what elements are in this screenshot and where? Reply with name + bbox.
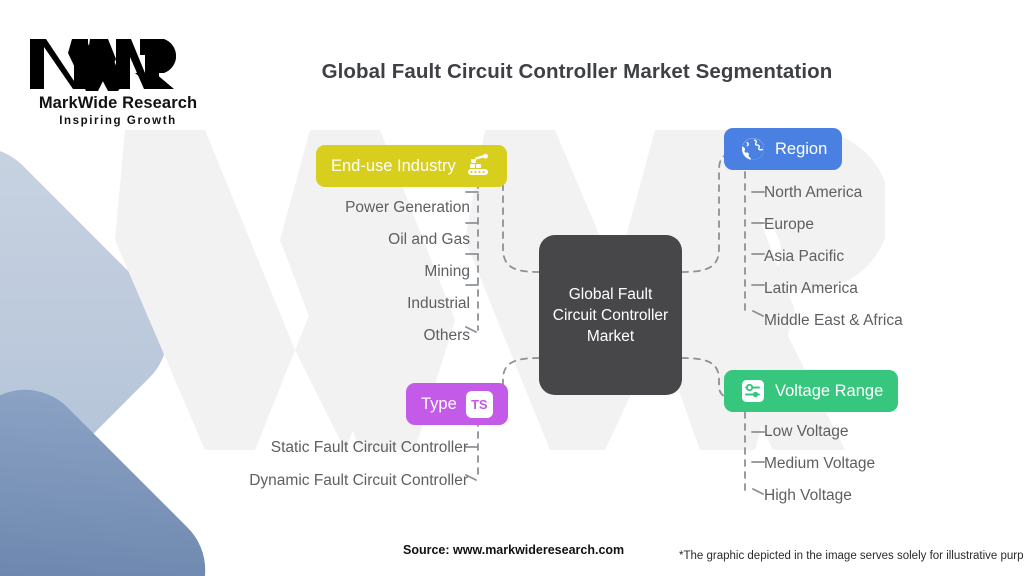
branch-label-region: Region — [775, 139, 828, 158]
list-item[interactable]: North America — [764, 184, 863, 201]
list-item[interactable]: Dynamic Fault Circuit Controller — [249, 471, 468, 489]
list-item[interactable]: Medium Voltage — [764, 455, 876, 472]
list-item[interactable]: Europe — [764, 216, 814, 233]
leaf-list-end-use-industry: Power Generation Oil and Gas Mining Indu… — [180, 200, 470, 360]
brand-logo: MarkWide Research Inspiring Growth — [28, 33, 208, 127]
list-item[interactable]: Middle East & Africa — [764, 312, 903, 329]
branch-label-end-use-industry: End-use Industry — [331, 156, 456, 175]
branch-label-type: Type — [421, 394, 457, 413]
ts-badge-icon: TS — [465, 390, 493, 418]
list-item[interactable]: Asia Pacific — [764, 248, 845, 265]
branch-node-type[interactable]: Type TS — [406, 383, 508, 425]
branch-node-end-use-industry[interactable]: End-use Industry — [316, 145, 507, 187]
globe-icon — [739, 136, 766, 163]
list-item[interactable]: Oil and Gas — [388, 231, 470, 248]
logo-mark-mwr — [30, 39, 177, 91]
list-item[interactable]: Latin America — [764, 280, 858, 297]
list-item[interactable]: Low Voltage — [764, 423, 849, 440]
branch-label-voltage-range: Voltage Range — [775, 381, 884, 400]
factory-machine-icon — [465, 153, 492, 180]
branch-node-region[interactable]: Region — [724, 128, 843, 170]
leaf-list-type: Static Fault Circuit Controller Dynamic … — [90, 440, 468, 505]
branch-node-voltage-range[interactable]: Voltage Range — [724, 370, 899, 412]
list-item[interactable]: Power Generation — [345, 199, 470, 216]
sliders-icon — [739, 378, 766, 405]
page-title: Global Fault Circuit Controller Market S… — [321, 60, 833, 83]
leaf-list-voltage-range: Low Voltage Medium Voltage High Voltage — [764, 424, 1024, 520]
source-text: Source: www.markwideresearch.com — [403, 543, 625, 557]
brand-tagline: Inspiring Growth — [59, 115, 177, 127]
leaf-list-region: North America Europe Asia Pacific Latin … — [764, 185, 1024, 345]
center-node[interactable]: Global Fault Circuit Controller Market — [539, 235, 682, 395]
list-item[interactable]: High Voltage — [764, 487, 852, 504]
brand-name: MarkWide Research — [38, 94, 198, 112]
list-item[interactable]: Static Fault Circuit Controller — [270, 439, 468, 456]
list-item[interactable]: Mining — [424, 263, 470, 280]
disclaimer-text: *The graphic depicted in the image serve… — [679, 550, 1024, 562]
list-item[interactable]: Industrial — [407, 295, 470, 312]
list-item[interactable]: Others — [423, 327, 470, 344]
